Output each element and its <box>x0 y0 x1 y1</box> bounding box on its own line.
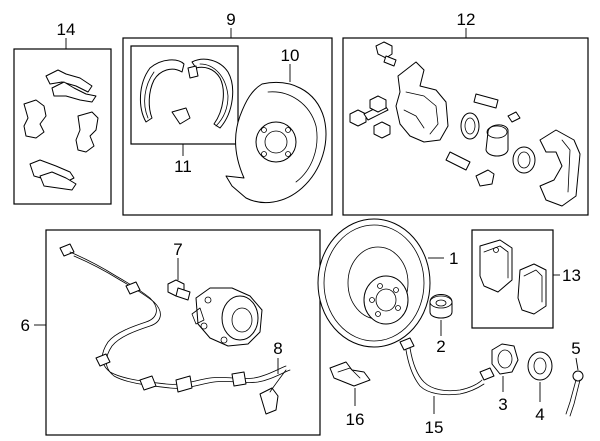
callout-8: 8 <box>273 339 282 358</box>
dust-shield <box>225 82 327 204</box>
parking-brake-shoes <box>140 58 234 129</box>
pad-hardware-kit <box>23 69 99 191</box>
group-box-14 <box>13 48 112 205</box>
brake-rotor <box>317 218 431 348</box>
caliper-assembly <box>349 41 581 207</box>
group-box-12 <box>342 37 589 216</box>
hub-bolt <box>167 279 191 301</box>
hose-bracket <box>329 361 371 387</box>
callout-1: 1 <box>449 249 458 268</box>
leader-lines <box>34 28 579 414</box>
group-box-11 <box>130 45 239 145</box>
callout-13: 13 <box>562 266 581 285</box>
grease-seal <box>527 351 553 381</box>
hub-cap <box>429 294 453 319</box>
hub-bearing <box>191 287 263 347</box>
cotter-pin <box>565 370 584 417</box>
callout-5: 5 <box>571 339 580 358</box>
callout-7: 7 <box>173 240 182 259</box>
callout-12: 12 <box>457 10 476 29</box>
callout-14: 14 <box>57 20 76 39</box>
group-box-6 <box>45 229 321 436</box>
callout-6: 6 <box>21 316 30 335</box>
abs-sensor-wire <box>59 243 291 415</box>
callout-10: 10 <box>281 46 300 65</box>
brake-pads <box>479 239 547 315</box>
brake-hose <box>399 337 495 396</box>
callout-9: 9 <box>226 10 235 29</box>
callout-4: 4 <box>535 405 544 424</box>
callout-16: 16 <box>346 410 365 429</box>
group-box-13 <box>471 229 554 329</box>
callout-2: 2 <box>436 337 445 356</box>
hub-nut <box>491 343 519 375</box>
group-box-9 <box>122 37 333 216</box>
callout-3: 3 <box>498 395 507 414</box>
callout-15: 15 <box>425 418 444 437</box>
callout-11: 11 <box>174 157 192 176</box>
